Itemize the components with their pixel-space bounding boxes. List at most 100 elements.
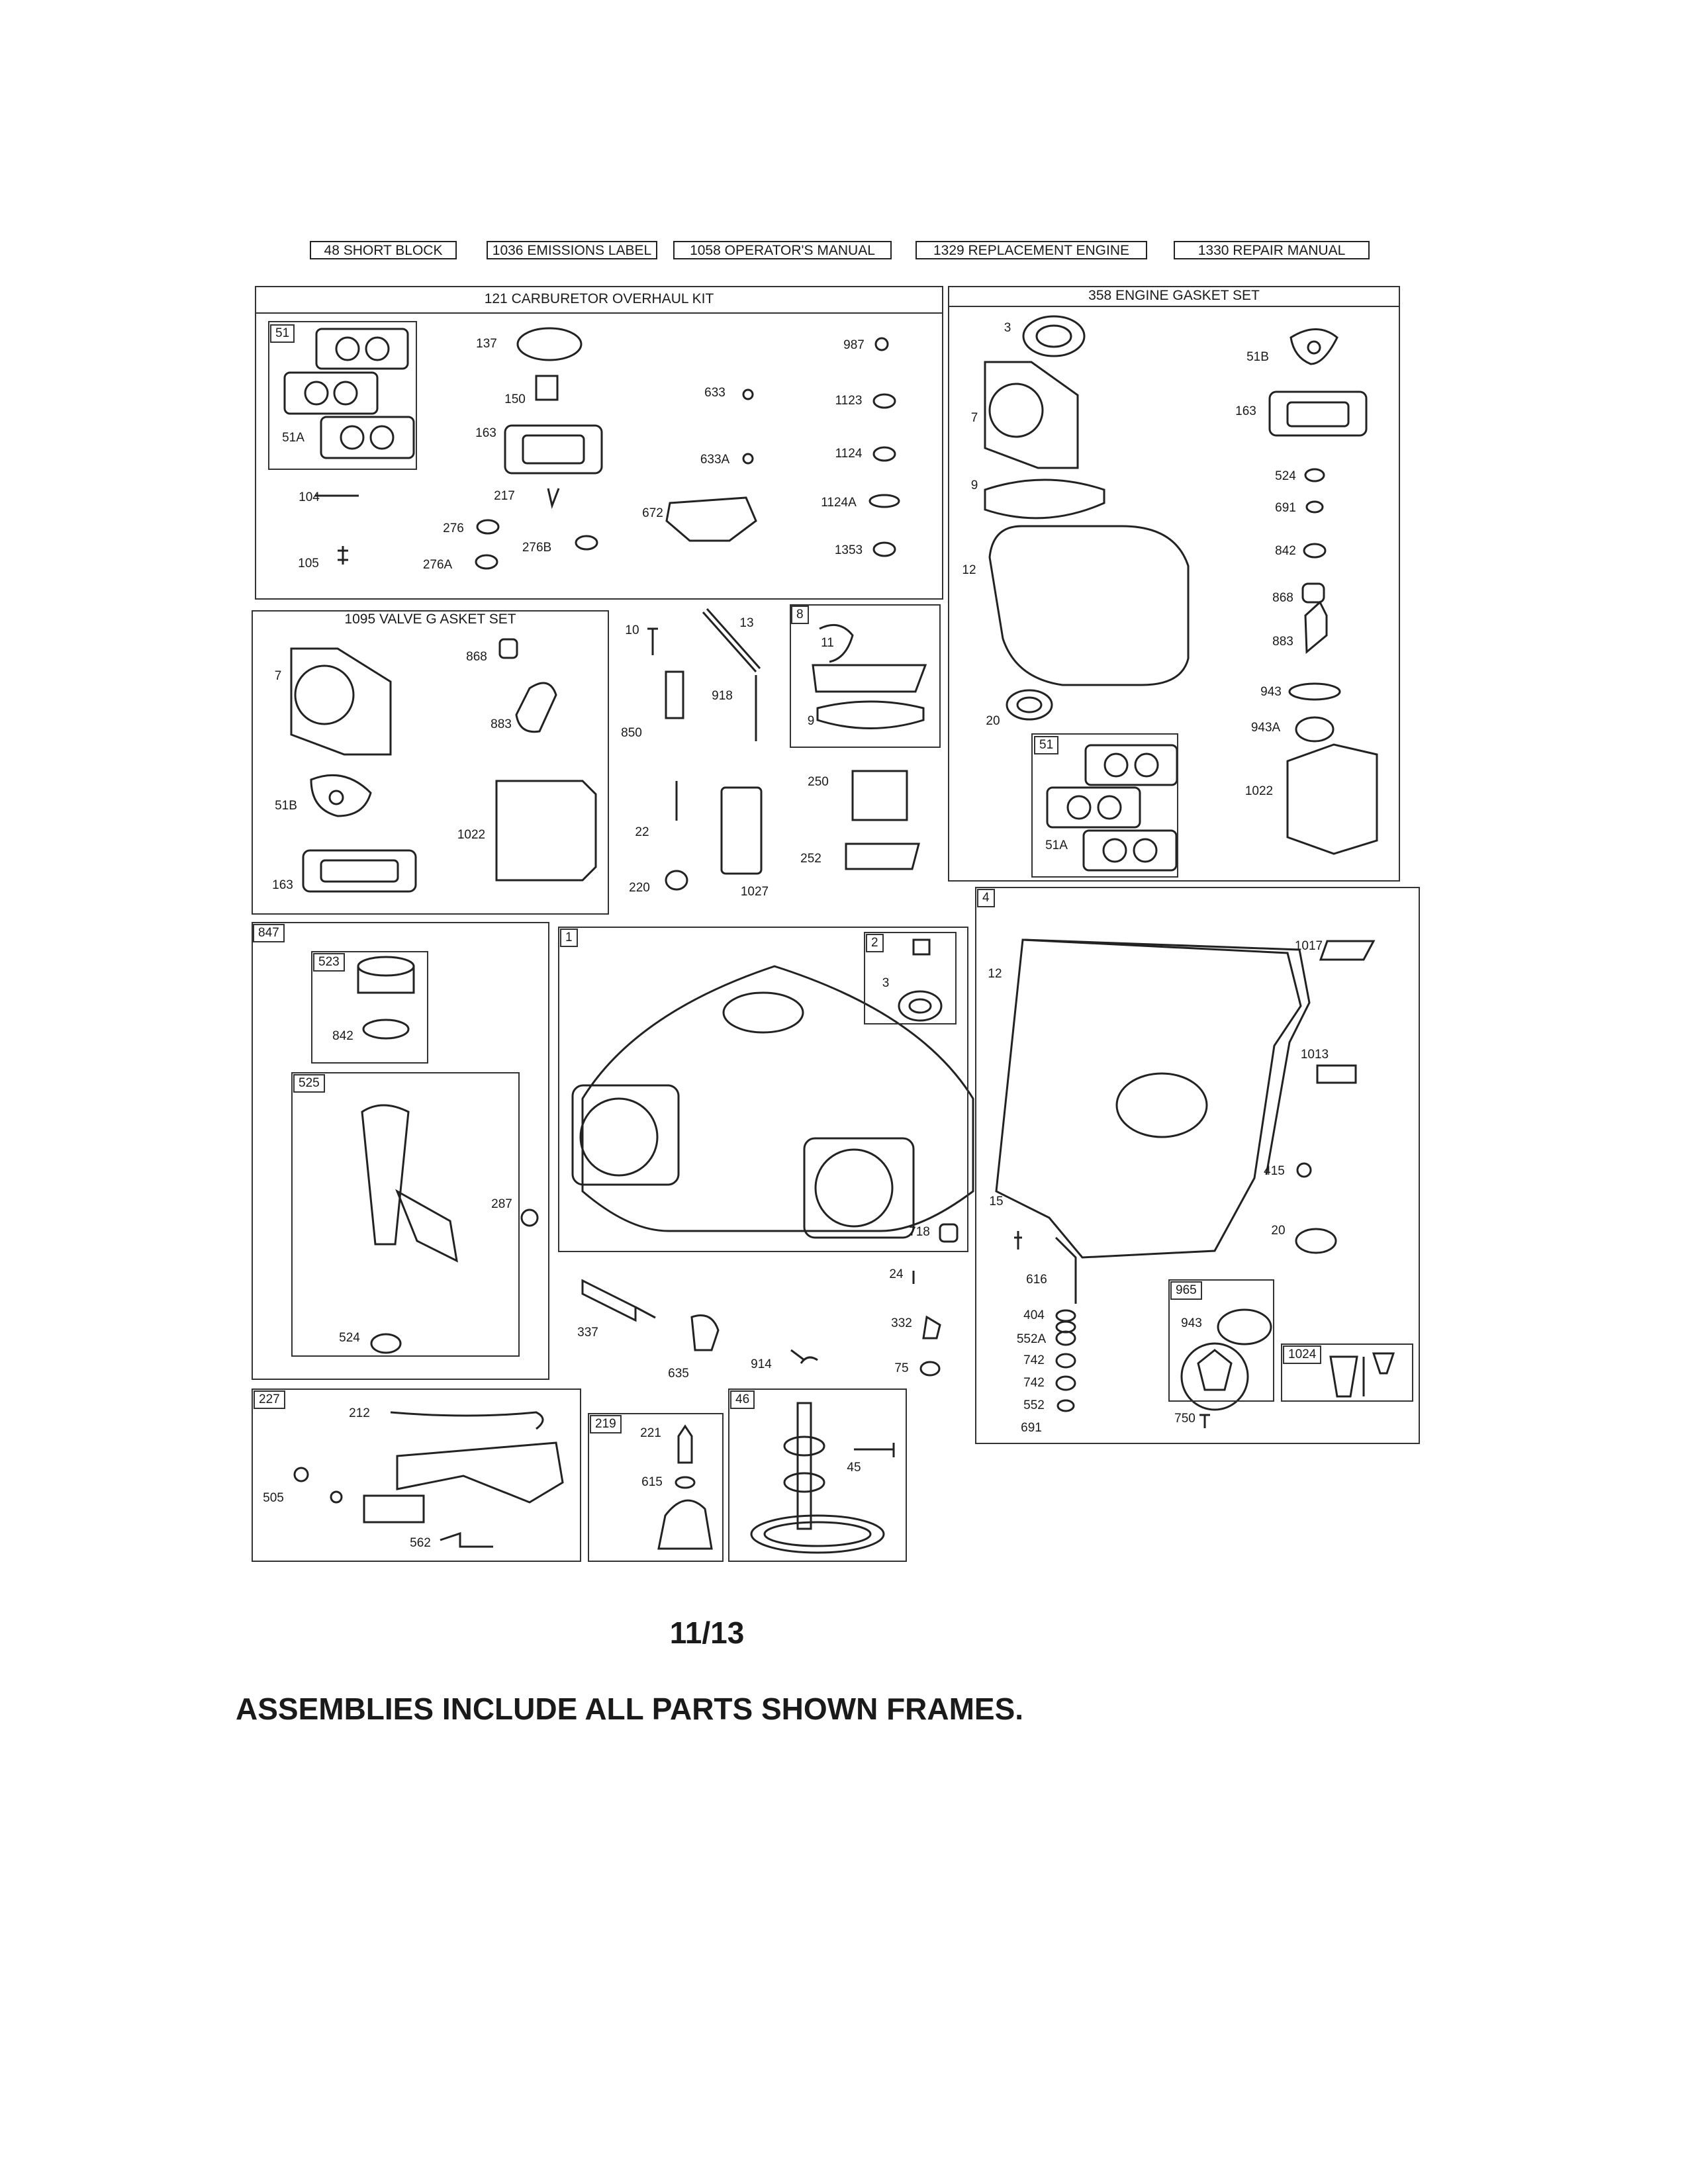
part-label: 212 [349,1406,370,1420]
frame-crankcase-cover-4 [975,887,1420,1444]
frame-tag: 219 [590,1415,622,1433]
governor-gear-shapes [657,1424,713,1550]
part-label: 750 [1174,1412,1196,1426]
part-label: 742 [1023,1376,1045,1390]
frame-tag: 46 [730,1390,755,1409]
part-label: 1017 [1294,939,1323,953]
part-label: 718 [909,1225,930,1239]
part-label: 3 [882,976,890,990]
part-label: 104 [299,490,320,504]
part-label: 562 [410,1536,431,1550]
part-label: 868 [1272,591,1293,605]
frame-relief-valve-1024 [1281,1343,1413,1402]
frame-dipstick-tube-525 [291,1072,520,1357]
part-label: 415 [1264,1164,1285,1178]
part-label: 163 [272,878,293,892]
frame-engine-gasket-set: 358 ENGINE GASKET SET [948,286,1400,882]
part-label: 1013 [1300,1048,1329,1062]
part-label: 615 [641,1475,663,1489]
part-label: 524 [1275,469,1296,483]
part-label: 7 [970,411,978,425]
part-label: 163 [475,426,496,440]
part-label: 552A [1016,1332,1047,1346]
part-label: 505 [263,1491,284,1505]
part-label: 883 [1272,635,1293,649]
part-label: 918 [712,689,733,703]
frame-tag: 1024 [1283,1345,1322,1364]
valve-gasket-shapes [290,638,597,893]
frame-title: 1095 VALVE G ASKET SET [344,612,516,627]
frame-oil-pump-965 [1168,1279,1274,1402]
frame-tag: 965 [1170,1281,1202,1300]
part-label: 524 [339,1331,360,1345]
crankcase-cover-shapes [995,938,1395,1428]
short-block-shapes [571,938,974,1243]
part-label: 105 [298,557,319,570]
part-label: 1124A [821,496,857,510]
frame-tag: 51 [270,324,295,343]
header-box-short-block: 48 SHORT BLOCK [310,241,457,259]
part-label: 51A [282,431,305,445]
part-label: 12 [988,967,1002,981]
frame-tag: 2 [866,934,884,952]
frame-dipstick-847 [252,922,549,1380]
frame-tag: 227 [254,1390,285,1409]
frame-tag: 4 [977,889,995,907]
part-label: 13 [739,616,754,630]
part-label: 1123 [835,394,863,408]
part-label: 691 [1021,1421,1042,1435]
part-label: 1027 [740,885,769,899]
part-label: 217 [494,489,515,503]
hardware-shapes [647,608,927,891]
part-label: 742 [1023,1353,1045,1367]
part-label: 691 [1275,501,1296,515]
part-label: 552 [1023,1398,1045,1412]
camshaft-shapes [750,1402,895,1554]
part-label: 842 [332,1029,353,1043]
bottom-hardware-shapes [581,1271,941,1377]
frame-tag: 523 [313,953,345,972]
part-label: 633A [700,453,730,467]
part-label: 51B [275,799,297,813]
frame-intake-8 [790,604,941,748]
part-label: 221 [640,1426,661,1440]
part-label: 287 [491,1197,512,1211]
frame-carburetor-overhaul-kit: 121 CARBURETOR OVERHAUL KIT [255,286,943,600]
part-label: 332 [891,1316,912,1330]
part-label: 15 [989,1195,1004,1208]
part-label: 404 [1023,1308,1045,1322]
dipstick-shapes [357,956,539,1354]
frame-short-block-1 [558,927,968,1252]
part-label: 616 [1026,1273,1047,1287]
part-label: 842 [1275,544,1296,558]
part-label: 850 [621,726,642,740]
header-box-emissions-label: 1036 EMISSIONS LABEL [487,241,657,259]
part-label: 1022 [457,828,486,842]
frame-title: 121 CARBURETOR OVERHAUL KIT [256,287,942,314]
part-label: 9 [807,714,815,728]
frame-governor-227 [252,1388,581,1562]
frame-tag: 847 [253,924,285,942]
frame-tag: 525 [293,1074,325,1093]
part-label: 20 [1271,1224,1286,1238]
frame-title: 358 ENGINE GASKET SET [949,287,1399,307]
part-label: 635 [668,1367,689,1381]
part-label: 220 [629,881,650,895]
part-label: 11 [821,636,834,650]
part-label: 51B [1246,350,1269,364]
part-label: 943A [1250,721,1281,735]
frame-tag: 51 [1034,736,1059,754]
part-label: 276A [422,558,453,572]
part-label: 12 [962,563,976,577]
part-label: 75 [894,1361,909,1375]
frame-carburetor-gasket-51 [268,321,417,470]
part-label: 137 [476,337,497,351]
frame-gasket-51-inner [1031,733,1178,878]
header-box-repair-manual: 1330 REPAIR MANUAL [1174,241,1370,259]
part-label: 1124 [835,447,863,461]
frame-tag: 8 [791,606,809,624]
carburetor-gasket-shapes [283,327,900,570]
part-label: 943 [1181,1316,1202,1330]
engine-gasket-shapes [984,315,1378,872]
